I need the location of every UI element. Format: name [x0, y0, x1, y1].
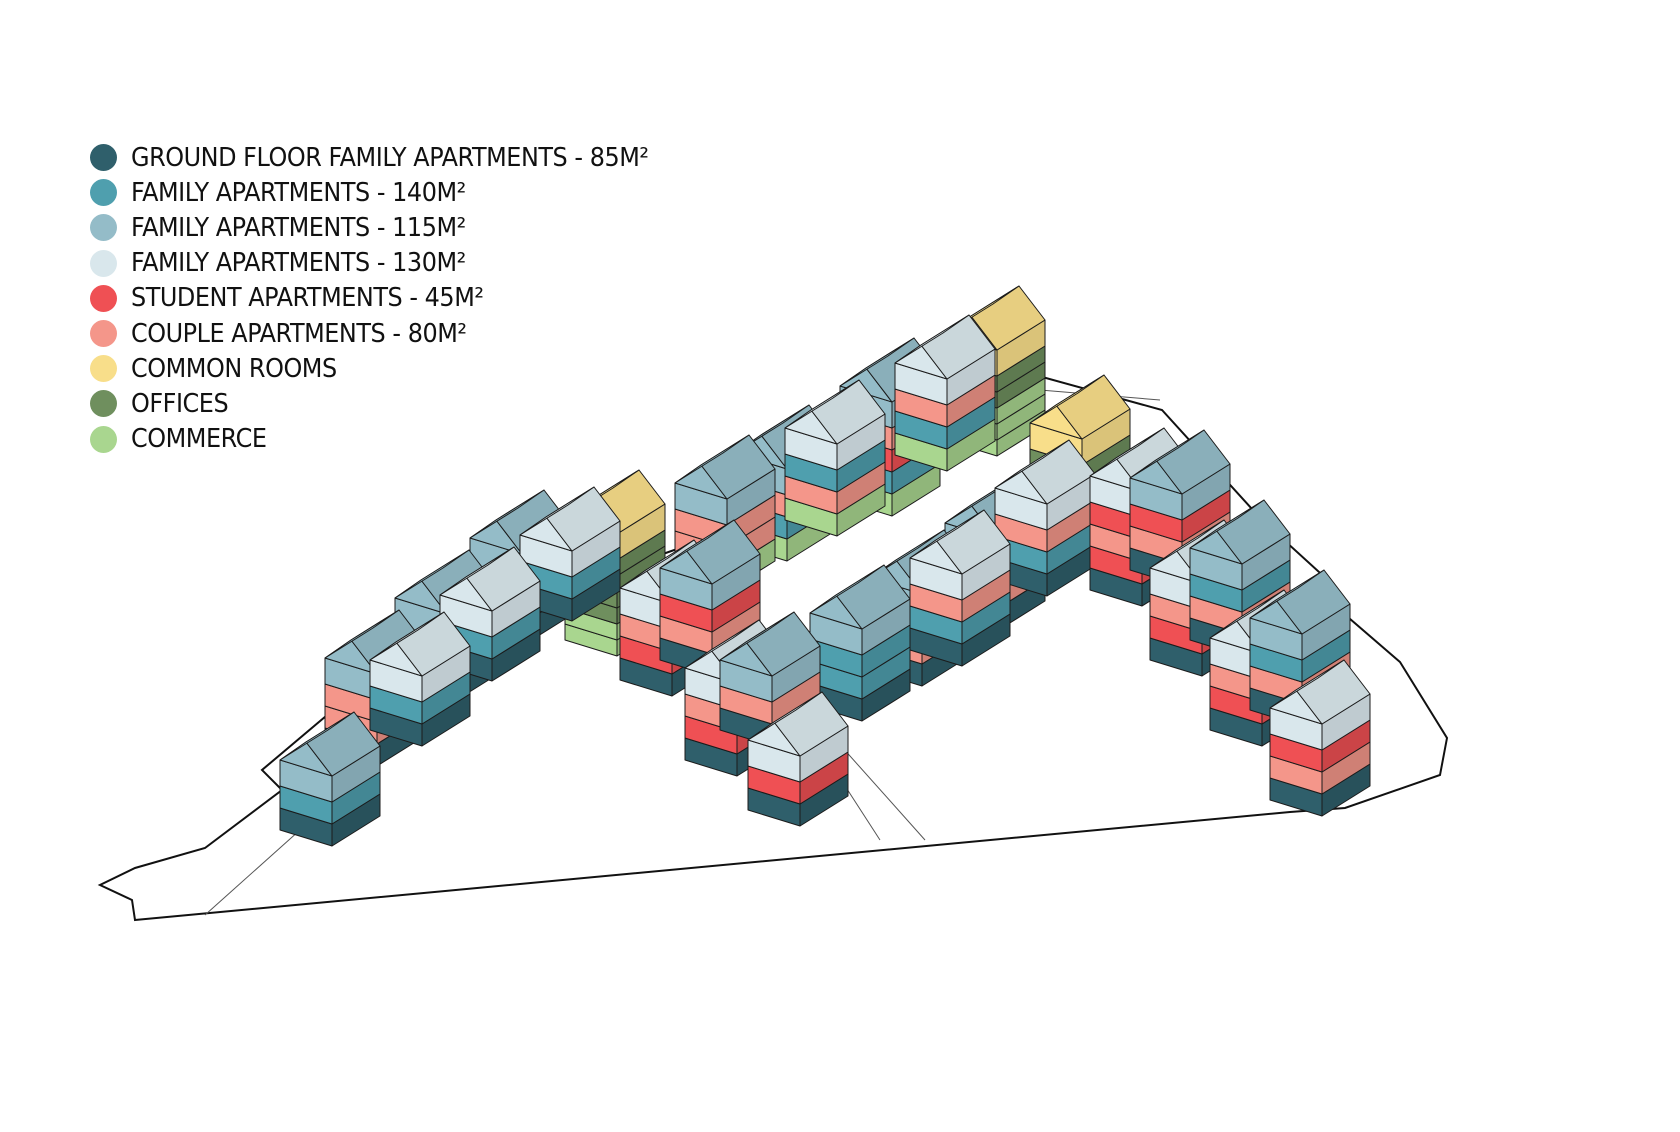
house-roof-back	[469, 489, 545, 539]
house-roof-back	[809, 564, 885, 614]
legend-label: COMMERCE	[131, 424, 267, 455]
house-roof-back	[1209, 589, 1285, 639]
legend-label: FAMILY APARTMENTS - 115M²	[131, 212, 466, 243]
legend-label: FAMILY APARTMENTS - 130M²	[131, 248, 466, 279]
house-roof-back	[1189, 499, 1265, 549]
house-roof-back	[1029, 374, 1105, 424]
legend-swatch	[90, 390, 117, 418]
house-roof-back	[839, 337, 915, 387]
house-roof-back	[1269, 659, 1345, 709]
legend-swatch	[90, 144, 117, 172]
house-roof-back	[324, 609, 400, 659]
legend-item-family-115: FAMILY APARTMENTS - 115M²	[90, 210, 694, 245]
legend-swatch	[90, 355, 117, 383]
house-roof-back	[1149, 519, 1225, 569]
house-roof-back	[659, 519, 735, 569]
house-roof-back	[369, 611, 445, 661]
legend-item-ground-floor-family: GROUND FLOOR FAMILY APARTMENTS - 85M²	[90, 140, 694, 175]
legend-swatch	[90, 425, 117, 453]
house-roof-back	[1089, 427, 1165, 477]
legend-item-offices: OFFICES	[90, 386, 694, 421]
house-roof-back	[1129, 429, 1205, 479]
legend-label: GROUND FLOOR FAMILY APARTMENTS - 85M²	[131, 142, 649, 173]
buildings	[279, 285, 1371, 847]
house-roof-back	[894, 314, 970, 364]
house-roof-back	[909, 509, 985, 559]
legend-label: FAMILY APARTMENTS - 140M²	[131, 177, 466, 208]
house-roof-back	[519, 486, 595, 536]
house-roof-back	[439, 546, 515, 596]
house-roof-back	[684, 619, 760, 669]
house-roof-back	[394, 549, 470, 599]
house-roof-back	[869, 529, 945, 579]
house-roof-back	[1249, 569, 1325, 619]
house-roof-back	[784, 379, 860, 429]
house-roof-back	[279, 711, 355, 761]
legend-item-couple: COUPLE APARTMENTS - 80M²	[90, 316, 694, 351]
legend-item-common-rooms: COMMON ROOMS	[90, 351, 694, 386]
legend-swatch	[90, 320, 117, 348]
legend-item-family-140: FAMILY APARTMENTS - 140M²	[90, 175, 694, 210]
legend: GROUND FLOOR FAMILY APARTMENTS - 85M² FA…	[90, 140, 694, 457]
legend-item-student: STUDENT APARTMENTS - 45M²	[90, 281, 694, 316]
legend-label: STUDENT APARTMENTS - 45M²	[131, 283, 484, 314]
house-roof-back	[619, 539, 695, 589]
house-roof-back	[719, 611, 795, 661]
house-roof-back	[994, 439, 1070, 489]
legend-swatch	[90, 214, 117, 242]
legend-item-family-130: FAMILY APARTMENTS - 130M²	[90, 246, 694, 281]
legend-label: COMMON ROOMS	[131, 353, 337, 384]
legend-swatch	[90, 249, 117, 277]
legend-item-commerce: COMMERCE	[90, 422, 694, 457]
house-roof-back	[674, 434, 750, 484]
house-roof-back	[747, 691, 823, 741]
legend-label: OFFICES	[131, 388, 229, 419]
legend-label: COUPLE APARTMENTS - 80M²	[131, 318, 467, 349]
legend-swatch	[90, 284, 117, 312]
legend-swatch	[90, 179, 117, 207]
